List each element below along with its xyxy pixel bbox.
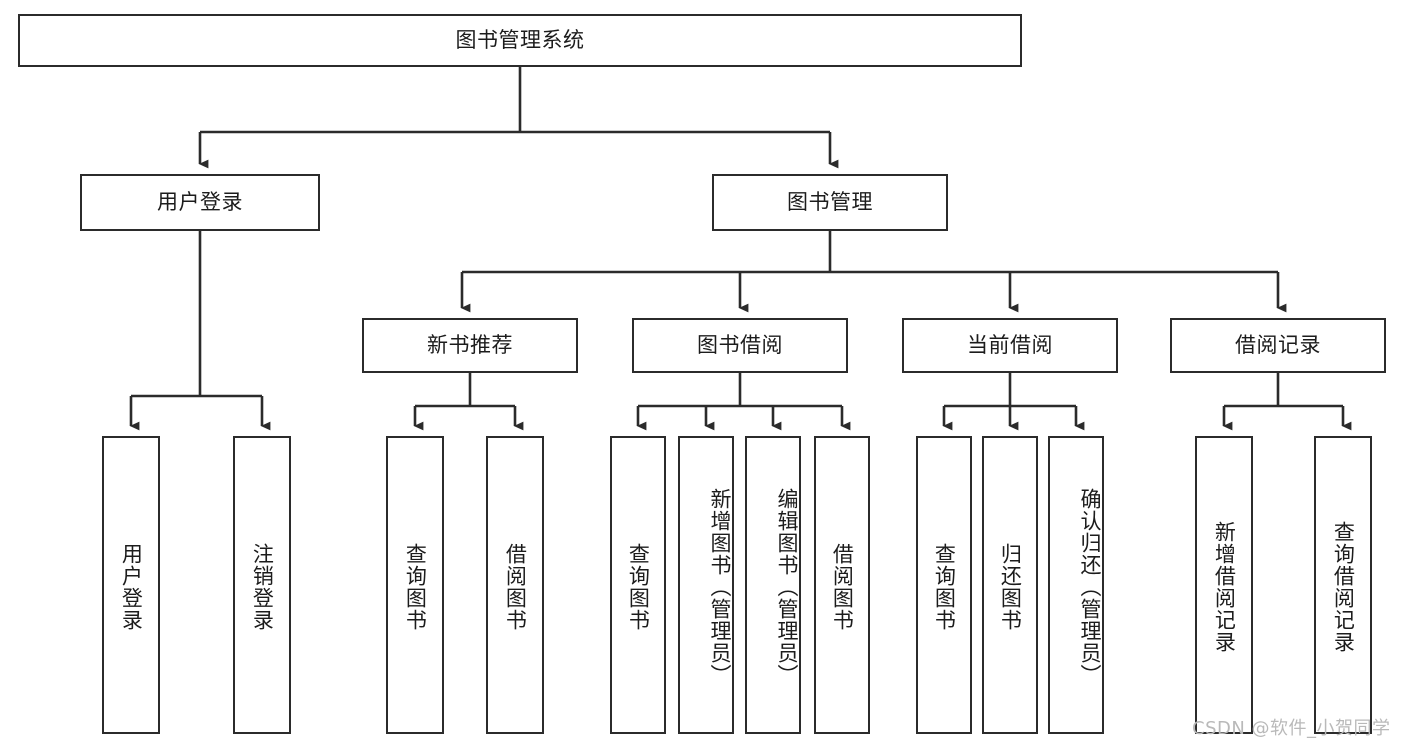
node-leaf-borrow-book-2-label: 借阅图书 [830, 543, 855, 631]
node-leaf-add-borrow-record-label: 新增借阅记录 [1212, 521, 1237, 653]
node-leaf-add-book[interactable]: 新增图书（管理员） [678, 436, 734, 734]
node-book-borrow-label: 图书借阅 [697, 333, 783, 358]
node-root[interactable]: 图书管理系统 [18, 14, 1022, 67]
csdn-watermark: CSDN @软件_小贺同学 [1192, 718, 1391, 739]
node-borrow-record-label: 借阅记录 [1235, 333, 1321, 358]
node-leaf-user-login-label: 用户登录 [119, 543, 144, 631]
node-leaf-query-book-3[interactable]: 查询图书 [916, 436, 972, 734]
node-leaf-query-book-1[interactable]: 查询图书 [386, 436, 444, 734]
node-book-borrow[interactable]: 图书借阅 [632, 318, 848, 373]
node-user-login-label: 用户登录 [157, 190, 243, 215]
node-leaf-query-borrow-record[interactable]: 查询借阅记录 [1314, 436, 1372, 734]
node-current-borrow[interactable]: 当前借阅 [902, 318, 1118, 373]
node-leaf-add-borrow-record[interactable]: 新增借阅记录 [1195, 436, 1253, 734]
node-user-login[interactable]: 用户登录 [80, 174, 320, 231]
node-leaf-edit-book-label: 编辑图书（管理员） [775, 488, 799, 686]
node-leaf-logout-login-label: 注销登录 [250, 543, 275, 631]
node-leaf-logout-login[interactable]: 注销登录 [233, 436, 291, 734]
node-leaf-query-book-3-label: 查询图书 [932, 543, 957, 631]
node-leaf-query-book-2-label: 查询图书 [626, 543, 651, 631]
node-book-manage-label: 图书管理 [787, 190, 873, 215]
node-leaf-return-book[interactable]: 归还图书 [982, 436, 1038, 734]
node-new-book-recommend-label: 新书推荐 [427, 333, 513, 358]
node-new-book-recommend[interactable]: 新书推荐 [362, 318, 578, 373]
node-leaf-borrow-book-1-label: 借阅图书 [503, 543, 528, 631]
node-leaf-add-book-label: 新增图书（管理员） [708, 488, 732, 686]
node-leaf-borrow-book-2[interactable]: 借阅图书 [814, 436, 870, 734]
node-root-label: 图书管理系统 [455, 28, 585, 53]
node-leaf-query-borrow-record-label: 查询借阅记录 [1331, 521, 1356, 653]
node-leaf-query-book-2[interactable]: 查询图书 [610, 436, 666, 734]
node-leaf-confirm-return-label: 确认归还（管理员） [1078, 488, 1102, 686]
node-book-manage[interactable]: 图书管理 [712, 174, 948, 231]
node-borrow-record[interactable]: 借阅记录 [1170, 318, 1386, 373]
node-leaf-return-book-label: 归还图书 [998, 543, 1023, 631]
node-leaf-edit-book[interactable]: 编辑图书（管理员） [745, 436, 801, 734]
node-leaf-borrow-book-1[interactable]: 借阅图书 [486, 436, 544, 734]
node-leaf-query-book-1-label: 查询图书 [403, 543, 428, 631]
node-leaf-confirm-return[interactable]: 确认归还（管理员） [1048, 436, 1104, 734]
node-current-borrow-label: 当前借阅 [967, 333, 1053, 358]
node-leaf-user-login[interactable]: 用户登录 [102, 436, 160, 734]
